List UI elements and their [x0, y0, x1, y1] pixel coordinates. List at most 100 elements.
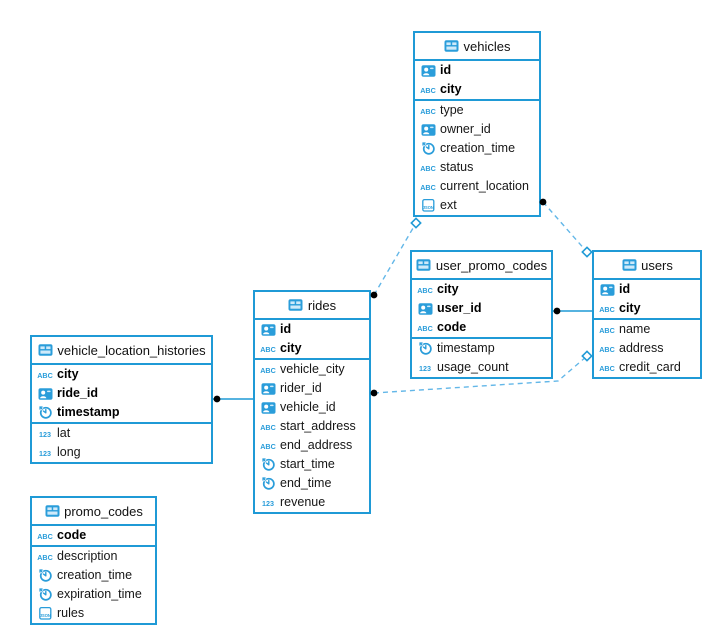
svg-text:ABC: ABC — [417, 324, 433, 333]
text-icon: ABC — [599, 301, 615, 316]
svg-text:ABC: ABC — [599, 326, 615, 335]
table-name: users — [641, 257, 673, 273]
svg-text:ABC: ABC — [599, 345, 615, 354]
field-name: name — [619, 322, 651, 337]
field-timestamp[interactable]: timestamp — [32, 403, 211, 422]
table-name: rides — [307, 297, 337, 313]
field-name: status — [440, 160, 474, 175]
field-name: start_time — [280, 457, 335, 472]
table-name: vehicles — [463, 38, 511, 54]
number-icon: 123 — [260, 495, 276, 510]
field-end_time[interactable]: end_time — [255, 474, 369, 493]
field-creation_time[interactable]: creation_time — [415, 139, 539, 158]
field-name: credit_card — [619, 360, 681, 375]
table-header[interactable]: users — [594, 252, 700, 280]
text-icon: ABC — [260, 438, 276, 453]
field-credit_card[interactable]: ABC credit_card — [594, 358, 700, 377]
field-name: revenue — [280, 495, 326, 510]
cardinality-diamond-icon — [581, 350, 593, 362]
id-icon — [420, 122, 436, 137]
field-name: city — [440, 82, 462, 97]
cardinality-diamond-icon — [581, 246, 593, 258]
field-expiration_time[interactable]: expiration_time — [32, 585, 155, 604]
field-vehicle_id[interactable]: vehicle_id — [255, 398, 369, 417]
field-name: city — [57, 367, 79, 382]
time-icon — [420, 141, 436, 156]
table-icon — [37, 343, 53, 358]
time-icon — [37, 405, 53, 420]
text-icon: ABC — [37, 528, 53, 543]
svg-text:JSON: JSON — [422, 205, 433, 210]
field-id[interactable]: id — [594, 280, 700, 299]
field-address[interactable]: ABC address — [594, 339, 700, 358]
field-id[interactable]: id — [255, 320, 369, 339]
field-creation_time[interactable]: creation_time — [32, 566, 155, 585]
field-name[interactable]: ABC name — [594, 320, 700, 339]
field-rider_id[interactable]: rider_id — [255, 379, 369, 398]
svg-text:ABC: ABC — [599, 364, 615, 373]
field-timestamp[interactable]: timestamp — [412, 339, 551, 358]
table-header[interactable]: rides — [255, 292, 369, 320]
field-name: rider_id — [280, 381, 322, 396]
cardinality-dot-icon — [213, 395, 221, 403]
relationship-vehicles-users[interactable] — [542, 201, 588, 253]
table-header[interactable]: promo_codes — [32, 498, 155, 526]
table-header[interactable]: vehicles — [415, 33, 539, 61]
table-header[interactable]: user_promo_codes — [412, 252, 551, 280]
json-icon: JSON — [420, 198, 436, 213]
field-revenue[interactable]: 123 revenue — [255, 493, 369, 512]
field-name: timestamp — [57, 405, 120, 420]
id-icon — [260, 381, 276, 396]
text-icon: ABC — [420, 103, 436, 118]
id-icon — [37, 386, 53, 401]
field-name: address — [619, 341, 664, 356]
cardinality-dot-icon — [370, 389, 378, 397]
field-owner_id[interactable]: owner_id — [415, 120, 539, 139]
field-start_time[interactable]: start_time — [255, 455, 369, 474]
field-ride_id[interactable]: ride_id — [32, 384, 211, 403]
field-name: creation_time — [440, 141, 516, 156]
svg-text:ABC: ABC — [37, 532, 53, 541]
time-icon — [417, 341, 433, 356]
field-name: id — [619, 282, 631, 297]
field-name: usage_count — [437, 360, 509, 375]
svg-text:ABC: ABC — [420, 86, 436, 95]
field-name: end_time — [280, 476, 332, 491]
field-id[interactable]: id — [415, 61, 539, 80]
time-icon — [37, 568, 53, 583]
table-header[interactable]: vehicle_location_histories — [32, 337, 211, 365]
field-user_id[interactable]: user_id — [412, 299, 551, 318]
field-city[interactable]: ABC city — [415, 80, 539, 99]
svg-text:ABC: ABC — [420, 107, 436, 116]
